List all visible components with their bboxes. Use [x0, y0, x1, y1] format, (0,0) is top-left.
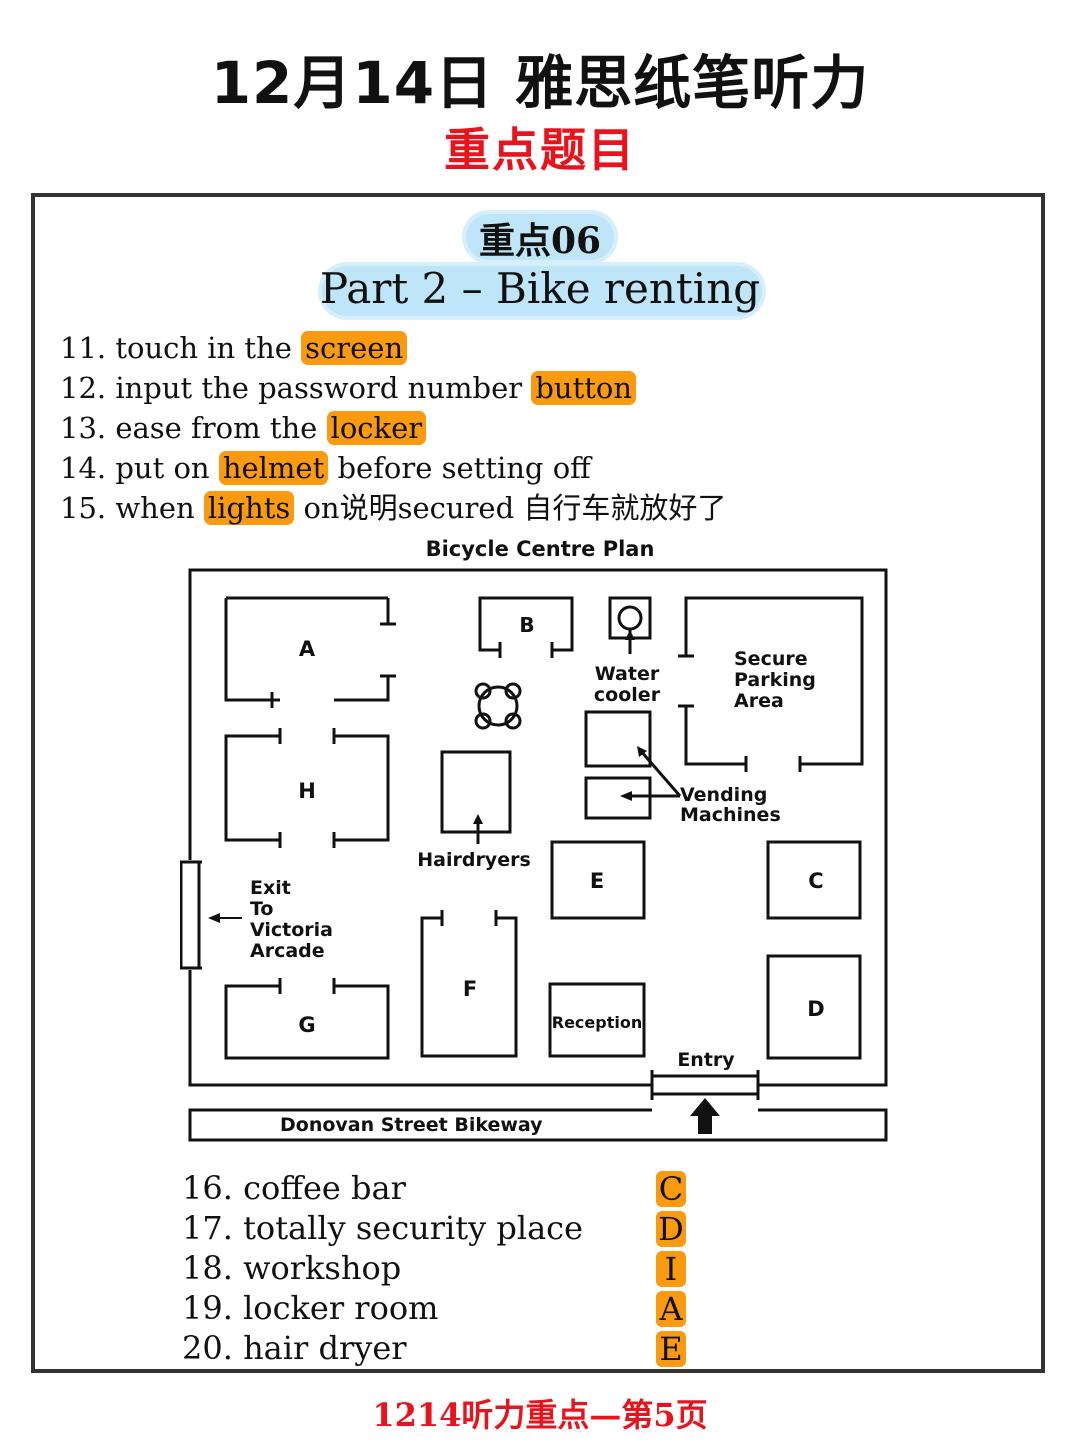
question-text: 14. put on	[60, 451, 219, 485]
room-b-wall	[478, 596, 574, 658]
answer-highlight: helmet	[218, 451, 329, 485]
question-text: before setting off	[328, 451, 591, 485]
page-footer: 1214听力重点—第5页	[372, 1396, 708, 1434]
question-12: 12. input the password number button	[60, 368, 1020, 408]
matching-item-16: 16. coffee bar	[182, 1169, 406, 1207]
room-e-label: E	[590, 869, 604, 893]
content-frame	[31, 193, 1045, 1373]
question-13: 13. ease from the locker	[60, 408, 1020, 448]
question-14: 14. put on helmet before setting off	[60, 448, 1020, 488]
question-list: 11. touch in the screen 12. input the pa…	[60, 328, 1020, 528]
exit-label: Exit	[250, 877, 291, 899]
matching-list: 16. coffee bar 17. totally security plac…	[182, 1168, 583, 1368]
answer-highlight: lights	[203, 491, 295, 525]
street-bikeway	[188, 1108, 888, 1142]
question-text: 13. ease from the	[60, 411, 327, 445]
room-d-wall	[766, 954, 862, 1060]
section-tag: 重点06	[478, 220, 602, 262]
room-g-label: G	[298, 1013, 315, 1037]
vending-label: Vending	[680, 784, 767, 806]
room-h-label: H	[298, 779, 316, 803]
room-d-label: D	[807, 997, 824, 1021]
exit-label: Arcade	[250, 940, 325, 962]
exit-door	[180, 860, 201, 970]
title-cloud	[322, 266, 762, 316]
hairdryers-box	[440, 750, 512, 834]
room-a-label: A	[299, 637, 316, 661]
water-cooler-icon	[617, 605, 643, 631]
answer-badge-16: C	[656, 1171, 686, 1207]
question-text: 11. touch in the	[60, 331, 302, 365]
room-c-wall	[766, 840, 862, 920]
water-cooler-label: Water	[595, 663, 660, 685]
hairdryers-label: Hairdryers	[417, 849, 531, 871]
room-h-wall	[224, 728, 390, 848]
matching-item-20: 20. hair dryer	[182, 1329, 407, 1367]
answer-highlight: locker	[326, 411, 427, 445]
room-c-label: C	[808, 869, 823, 893]
answer-highlight: button	[531, 371, 637, 405]
water-cooler-label: cooler	[594, 684, 661, 706]
secure-parking-label: Area	[734, 690, 784, 712]
table-icon	[477, 685, 519, 727]
room-f-wall	[420, 910, 518, 1058]
answer-badge-17: D	[656, 1211, 686, 1247]
bicycle-centre-plan: Bicycle Centre Plan	[180, 537, 888, 1142]
answer-badge-20: E	[656, 1331, 686, 1367]
entry-arrow-icon	[690, 1098, 720, 1134]
matching-item-18: 18. workshop	[182, 1249, 402, 1287]
answer-highlight: screen	[301, 331, 408, 365]
room-e-wall	[550, 840, 646, 920]
matching-item-17: 17. totally security place	[182, 1209, 584, 1247]
question-text: 12. input the password number	[60, 371, 532, 405]
vending-machine-2	[584, 776, 652, 820]
section-title: Part 2 – Bike renting	[319, 264, 761, 313]
question-11: 11. touch in the screen	[60, 328, 1020, 368]
room-f-label: F	[463, 977, 477, 1001]
plan-title: Bicycle Centre Plan	[426, 537, 655, 561]
vending-label: Machines	[680, 804, 781, 826]
reception-desk	[548, 982, 646, 1058]
answer-badge-18: I	[656, 1251, 686, 1287]
tag-cloud	[466, 214, 614, 260]
page-title: 12月14日 雅思纸笔听力	[210, 49, 870, 117]
question-text: on说明secured 自行车就放好了	[294, 491, 727, 525]
page-subtitle: 重点题目	[444, 123, 636, 177]
street-label: Donovan Street Bikeway	[280, 1114, 543, 1136]
room-a-wall	[224, 596, 396, 708]
entry-label: Entry	[677, 1049, 735, 1071]
vending-machine-1	[584, 710, 652, 768]
room-b-label: B	[519, 613, 534, 637]
question-text: 15. when	[60, 491, 204, 525]
secure-parking-wall	[678, 596, 864, 772]
room-g-wall	[224, 978, 390, 1060]
exit-label: Victoria	[250, 919, 333, 941]
question-15: 15. when lights on说明secured 自行车就放好了	[60, 488, 1020, 528]
secure-parking-label: Secure	[734, 648, 808, 670]
outer-wall	[188, 568, 888, 1087]
secure-parking-label: Parking	[734, 669, 816, 691]
matching-item-19: 19. locker room	[182, 1289, 439, 1327]
entry-door	[650, 1074, 760, 1096]
reception-label: Reception	[552, 1013, 642, 1032]
exit-label: To	[250, 898, 274, 920]
answer-badge-19: A	[656, 1291, 686, 1327]
